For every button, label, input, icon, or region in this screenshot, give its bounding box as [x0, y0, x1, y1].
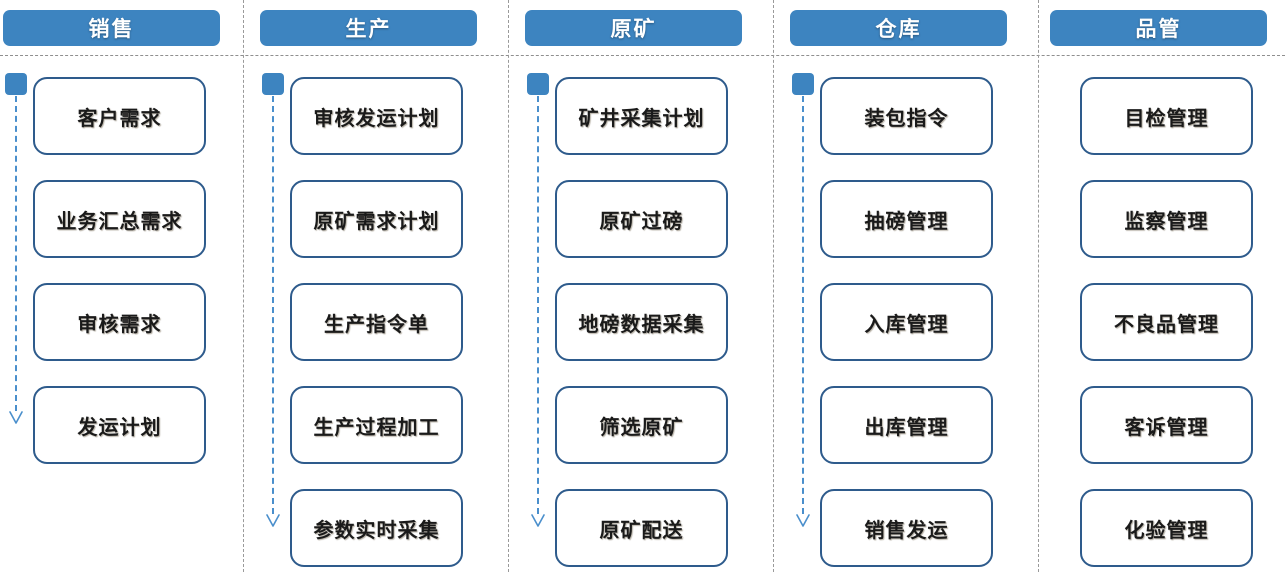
process-node-label: 不良品管理 — [1114, 313, 1219, 336]
flow-arrow-icon-warehouse — [795, 514, 811, 528]
process-node[interactable]: 化验管理 — [1080, 489, 1253, 567]
flow-start-marker-sales — [5, 73, 27, 95]
process-node-label: 销售发运 — [864, 519, 949, 542]
flow-connector-line-warehouse — [802, 96, 804, 514]
column-raw-ore: 原矿矿井采集计划原矿过磅地磅数据采集筛选原矿原矿配送 — [522, 0, 779, 572]
process-node[interactable]: 销售发运 — [820, 489, 993, 567]
column-divider-2 — [508, 0, 509, 572]
process-node-label: 装包指令 — [864, 107, 949, 130]
column-header-production[interactable]: 生产 — [260, 10, 477, 46]
process-node-label: 生产指令单 — [324, 313, 429, 336]
header-divider-rule — [0, 55, 1285, 56]
process-node[interactable]: 目检管理 — [1080, 77, 1253, 155]
column-header-warehouse[interactable]: 仓库 — [790, 10, 1007, 46]
process-node[interactable]: 原矿过磅 — [555, 180, 728, 258]
process-node[interactable]: 出库管理 — [820, 386, 993, 464]
process-node[interactable]: 原矿配送 — [555, 489, 728, 567]
process-node[interactable]: 审核需求 — [33, 283, 206, 361]
flow-start-marker-raw-ore — [527, 73, 549, 95]
process-node[interactable]: 监察管理 — [1080, 180, 1253, 258]
column-header-raw-ore[interactable]: 原矿 — [525, 10, 742, 46]
process-node[interactable]: 地磅数据采集 — [555, 283, 728, 361]
flow-connector-line-sales — [15, 96, 17, 411]
process-node-label: 参数实时采集 — [313, 519, 440, 542]
process-node[interactable]: 筛选原矿 — [555, 386, 728, 464]
process-node[interactable]: 参数实时采集 — [290, 489, 463, 567]
column-divider-3 — [773, 0, 774, 572]
process-node-label: 生产过程加工 — [313, 416, 440, 439]
column-sales: 销售客户需求业务汇总需求审核需求发运计划 — [0, 0, 257, 572]
process-node-label: 监察管理 — [1124, 210, 1209, 233]
column-header-quality[interactable]: 品管 — [1050, 10, 1267, 46]
process-node[interactable]: 业务汇总需求 — [33, 180, 206, 258]
process-node[interactable]: 入库管理 — [820, 283, 993, 361]
process-node[interactable]: 发运计划 — [33, 386, 206, 464]
process-node-label: 矿井采集计划 — [578, 107, 705, 130]
process-node-label: 客户需求 — [77, 107, 162, 130]
flow-arrow-icon-raw-ore — [530, 514, 546, 528]
process-node-label: 地磅数据采集 — [578, 313, 705, 336]
column-header-sales[interactable]: 销售 — [3, 10, 220, 46]
process-node-label: 发运计划 — [77, 416, 162, 439]
process-node[interactable]: 生产过程加工 — [290, 386, 463, 464]
process-node[interactable]: 生产指令单 — [290, 283, 463, 361]
flow-start-marker-production — [262, 73, 284, 95]
flow-arrow-icon-production — [265, 514, 281, 528]
process-node[interactable]: 不良品管理 — [1080, 283, 1253, 361]
column-quality: 品管目检管理监察管理不良品管理客诉管理化验管理 — [1047, 0, 1285, 572]
flow-arrow-icon-sales — [8, 411, 24, 425]
process-node[interactable]: 审核发运计划 — [290, 77, 463, 155]
process-node[interactable]: 客诉管理 — [1080, 386, 1253, 464]
column-divider-1 — [243, 0, 244, 572]
process-node[interactable]: 原矿需求计划 — [290, 180, 463, 258]
process-node-label: 入库管理 — [864, 313, 949, 336]
process-node-label: 业务汇总需求 — [56, 210, 183, 233]
process-node-label: 化验管理 — [1124, 519, 1209, 542]
process-node[interactable]: 装包指令 — [820, 77, 993, 155]
process-node[interactable]: 抽磅管理 — [820, 180, 993, 258]
process-node-label: 出库管理 — [864, 416, 949, 439]
process-node-label: 抽磅管理 — [864, 210, 949, 233]
flow-connector-line-raw-ore — [537, 96, 539, 514]
process-node[interactable]: 矿井采集计划 — [555, 77, 728, 155]
flow-connector-line-production — [272, 96, 274, 514]
column-production: 生产审核发运计划原矿需求计划生产指令单生产过程加工参数实时采集 — [257, 0, 514, 572]
process-node-label: 审核需求 — [77, 313, 162, 336]
process-node-label: 筛选原矿 — [599, 416, 684, 439]
process-node-label: 原矿过磅 — [599, 210, 684, 233]
process-node-label: 目检管理 — [1124, 107, 1209, 130]
column-warehouse: 仓库装包指令抽磅管理入库管理出库管理销售发运 — [787, 0, 1044, 572]
process-node[interactable]: 客户需求 — [33, 77, 206, 155]
process-node-label: 审核发运计划 — [313, 107, 440, 130]
process-node-label: 原矿需求计划 — [313, 210, 440, 233]
process-node-label: 客诉管理 — [1124, 416, 1209, 439]
flow-start-marker-warehouse — [792, 73, 814, 95]
process-node-label: 原矿配送 — [599, 519, 684, 542]
column-divider-4 — [1038, 0, 1039, 572]
